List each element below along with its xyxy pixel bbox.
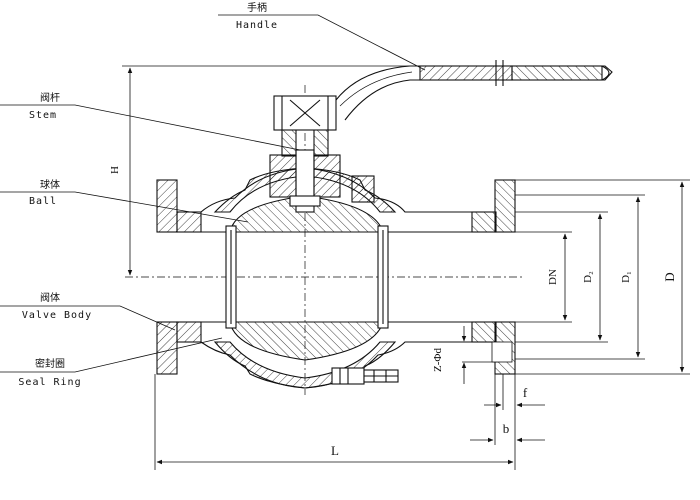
dimension-d: D (662, 272, 677, 281)
dimension-dn: DN (547, 269, 559, 285)
stem-assembly (269, 95, 375, 213)
handle-label-en: Handle (236, 20, 278, 31)
handle (335, 60, 613, 121)
ball-label-cn: 球体 (40, 178, 60, 191)
ball (225, 195, 389, 361)
dimension-d1: D₁ (620, 271, 632, 283)
dimension-h: H (109, 166, 121, 174)
valve-body (156, 167, 516, 389)
stem-label-cn: 阀杆 (40, 91, 60, 104)
leader-lines (0, 14, 426, 373)
valve-body-label-en: Valve Body (22, 310, 92, 321)
valve-body-label-cn: 阀体 (40, 291, 60, 304)
dimension-f: f (523, 385, 528, 400)
dimension-b: b (503, 421, 510, 436)
dimension-z-phi-d: Z-Φd (432, 348, 444, 372)
handle-label-cn: 手柄 (247, 1, 267, 14)
stem-label-en: Stem (29, 110, 57, 121)
ball-label-en: Ball (29, 196, 57, 207)
seal-ring-label-en: Seal Ring (18, 377, 81, 388)
dimension-l: L (331, 443, 339, 458)
dimension-lines (122, 65, 690, 470)
seal-ring-label-cn: 密封圈 (35, 357, 65, 370)
dimension-d2: D₂ (582, 271, 594, 283)
